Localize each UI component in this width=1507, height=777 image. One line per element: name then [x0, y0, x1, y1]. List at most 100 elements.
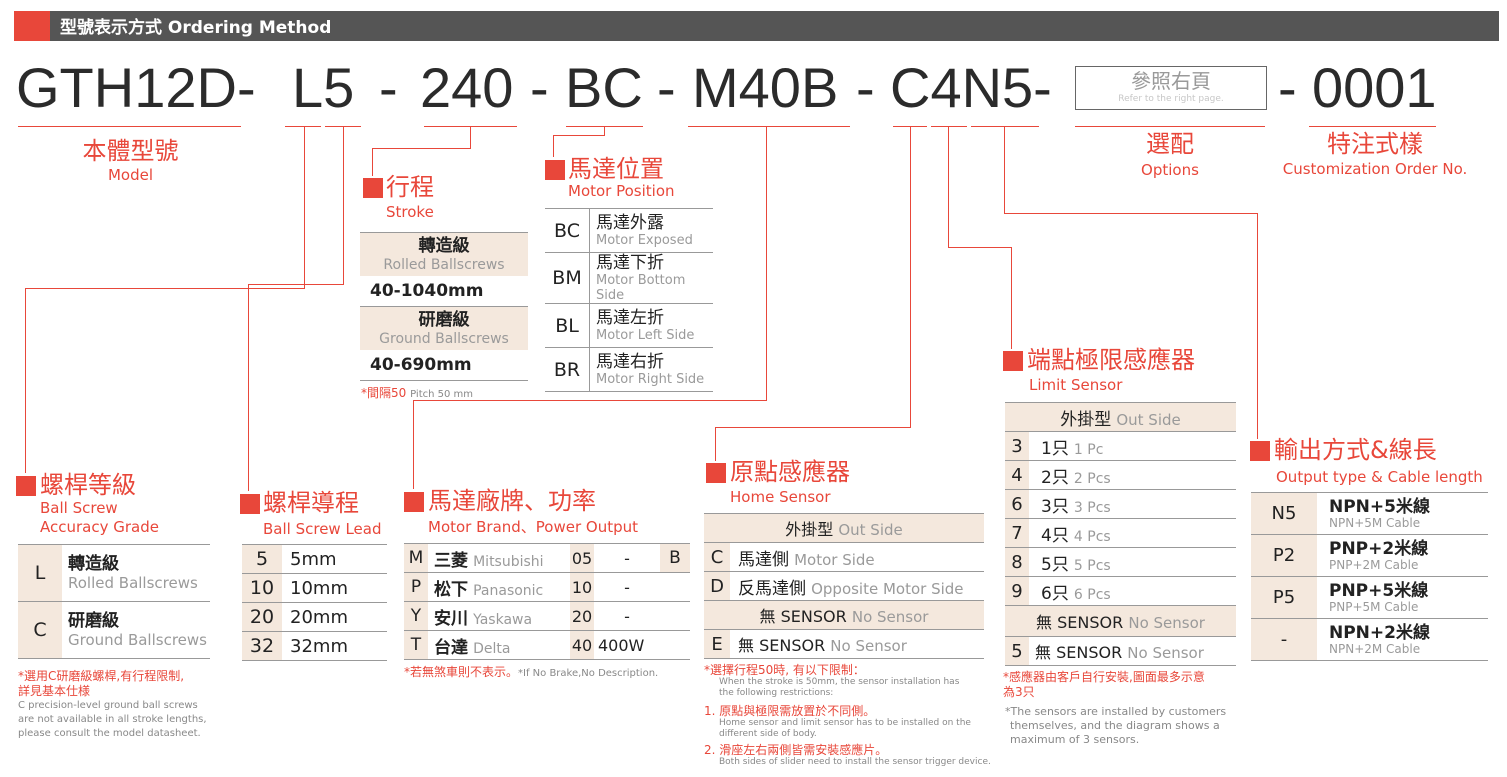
table-row: C 馬達側 Motor Side	[704, 542, 984, 572]
custom-caption: 特注式樣 Customization Order No.	[1270, 130, 1480, 180]
row-key: T	[404, 630, 428, 660]
home-note-1-en-2: the following restrictions:	[719, 688, 834, 698]
table-row: T 台達 Delta 40 400W	[404, 630, 690, 660]
motor-position-title: 馬達位置	[568, 155, 664, 183]
stroke-rolled-value: 40-1040mm	[370, 281, 484, 301]
row-key: D	[704, 571, 730, 601]
row-cn: 研磨級	[68, 611, 119, 631]
home-sensor-table: 外掛型 Out Side C 馬達側 Motor Side D 反馬達側 Opp…	[704, 513, 984, 659]
connector	[948, 127, 949, 247]
accuracy-subtitle-1: Ball Screw	[40, 499, 118, 517]
code-sensors: C4N5-	[890, 56, 1052, 119]
row-en: Yaskawa	[473, 611, 533, 628]
lead-marker	[240, 494, 260, 514]
row-power: -	[624, 577, 630, 597]
limit-note-cn-2: 為3只	[1003, 685, 1035, 699]
underline-stroke	[424, 126, 517, 127]
brand-table: M 三菱 Mitsubishi 05 - B P 松下 Panasonic 10…	[404, 543, 690, 660]
limit-note-cn-1: *感應器由客戶自行安裝,圖面最多示意	[1003, 670, 1205, 684]
connector	[343, 127, 344, 284]
row-cn: 馬達側	[738, 549, 789, 570]
connector	[910, 127, 911, 427]
row-cn: 安川	[434, 608, 468, 629]
row-power: 400W	[598, 635, 645, 655]
stroke-note-en: Pitch 50 mm	[410, 389, 474, 400]
row-cn: 松下	[434, 579, 468, 600]
limit-nosensor-en: No Sensor	[1128, 614, 1205, 632]
stroke-subtitle: Stroke	[386, 203, 434, 221]
connector	[25, 288, 305, 289]
row-en: Motor Bottom Side	[596, 273, 686, 303]
row-en: Panasonic	[473, 582, 544, 599]
row-en: Delta	[473, 640, 511, 657]
table-row: 外掛型 Out Side	[704, 513, 984, 543]
row-key: N5	[1251, 492, 1317, 535]
row-cn: NPN+5米線	[1329, 497, 1430, 517]
connector	[372, 148, 373, 176]
home-head-cn: 外掛型	[785, 520, 834, 539]
limit-sensor-marker	[1003, 351, 1023, 371]
table-row: M 三菱 Mitsubishi 05 - B	[404, 543, 690, 573]
row-key: C	[18, 601, 62, 659]
table-row: E 無 SENSOR No Sensor	[704, 629, 984, 659]
row-en: No Sensor	[1127, 644, 1204, 662]
connector	[766, 127, 767, 400]
row-cn: NPN+2米線	[1329, 623, 1430, 643]
row-en: 5 Pcs	[1073, 557, 1111, 574]
connector	[553, 135, 605, 136]
connector	[1257, 213, 1258, 439]
options-cn: 選配	[1146, 130, 1194, 158]
limit-head-cn: 外掛型	[1060, 409, 1112, 430]
limit-note-en-2: themselves, and the diagram shows a	[1010, 719, 1220, 732]
page-title: 型號表示方式 Ordering Method	[60, 18, 332, 38]
underline-n5	[971, 126, 1039, 127]
output-subtitle: Output type & Cable length	[1276, 468, 1483, 486]
row-cn: 馬達下折	[596, 253, 664, 273]
home-head-en: Out Side	[838, 521, 903, 539]
accuracy-note-en-2: are not available in all stroke lengths,	[18, 714, 207, 725]
connector	[1004, 127, 1005, 213]
row-power: -	[624, 548, 630, 568]
row-key: 8	[1005, 547, 1029, 577]
row-en: Motor Side	[794, 550, 875, 569]
motor-position-subtitle: Motor Position	[568, 182, 675, 200]
brand-subtitle: Motor Brand、Power Output	[428, 518, 639, 536]
table-row: 8 5只 5 Pcs	[1005, 547, 1236, 577]
brand-note: *若無煞車則不表示。*If No Brake,No Description.	[404, 665, 658, 681]
row-cn: 反馬達側	[738, 578, 806, 599]
row-en: PNP+2M Cable	[1329, 558, 1419, 572]
connector	[304, 127, 305, 288]
row-en: 2 Pcs	[1073, 470, 1111, 487]
row-cn: 無 SENSOR	[1035, 643, 1123, 662]
options-en: Options	[1141, 161, 1199, 179]
home-sensor-marker	[706, 463, 726, 483]
ref-cn: 參照右頁	[1131, 69, 1211, 93]
underline-l	[285, 126, 321, 127]
row-cn: 5只	[1041, 554, 1069, 575]
stroke-rolled-en: Rolled Ballscrews	[383, 256, 505, 273]
table-row: 外掛型 Out Side	[1005, 402, 1236, 432]
row-cn: 台達	[434, 637, 468, 658]
accuracy-subtitle-2: Accuracy Grade	[40, 518, 159, 536]
row-en: Mitsubishi	[473, 553, 544, 570]
home-note-1-en-1: When the stroke is 50mm, the sensor inst…	[719, 677, 960, 687]
underline-options	[1075, 126, 1265, 127]
code-dash: -	[1278, 56, 1297, 119]
row-en: Motor Right Side	[596, 372, 705, 387]
row-brake: B	[660, 543, 690, 573]
connector	[715, 427, 716, 461]
row-key: BC	[545, 208, 590, 253]
row-en: No Sensor	[830, 637, 907, 655]
row-power-code: 05	[570, 543, 594, 573]
row-en: PNP+5M Cable	[1329, 600, 1419, 614]
row-key: 4	[1005, 460, 1029, 490]
connector	[604, 127, 605, 135]
